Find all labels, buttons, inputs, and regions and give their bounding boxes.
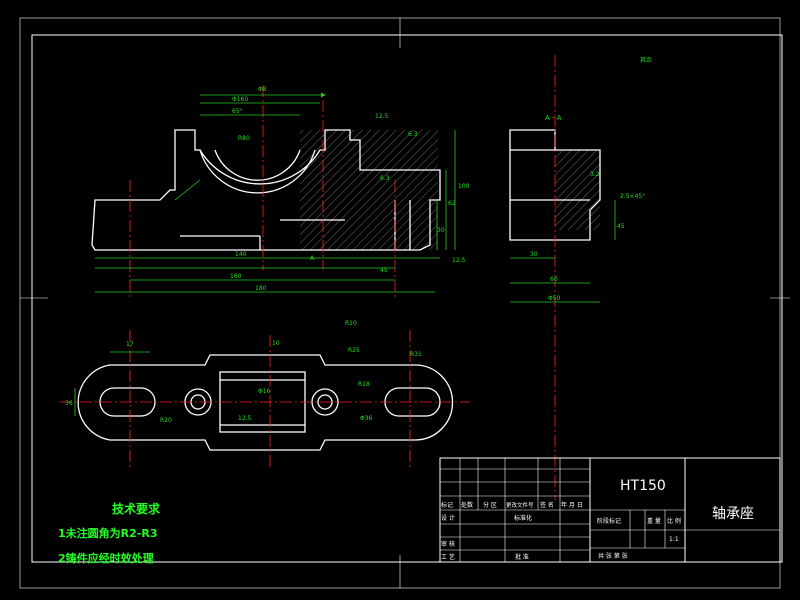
tb-approve: 批 准	[515, 553, 529, 561]
side-view: A - A 3.2 2.5×45° 45 30 60 Φ50 其余	[509, 55, 652, 500]
title-block: HT150 轴承座 标记 处数 分 区 更改文件号 签 名 年 月 日 设 计 …	[439, 457, 781, 563]
tb-hdr-docno: 更改文件号	[506, 501, 534, 509]
tech-title: 技术要求	[112, 501, 161, 516]
dim-r-b: R25	[348, 347, 360, 354]
dim-side-b: 60	[550, 276, 558, 283]
tb-hdr-zone: 分 区	[483, 501, 497, 509]
dim-d-outer: Φ8	[258, 86, 267, 93]
dim-d-bore: Φ160	[232, 96, 248, 103]
dim-width-top: 65°	[232, 108, 243, 115]
tb-material: HT150	[620, 478, 666, 494]
tb-review: 审 核	[441, 540, 455, 548]
dim-side-h: 45	[617, 223, 625, 230]
top-view: 17 36 R20 Φ16 R10 12.5 10 R18 R31 R25 Φ3…	[60, 320, 470, 470]
side-hatch-area	[555, 150, 600, 230]
dim-len-c: 160	[230, 273, 242, 280]
tb-sheet: 共 张 第 张	[598, 552, 628, 560]
dim-radius: R80	[238, 135, 250, 142]
tb-standard: 标准化	[514, 514, 532, 522]
dim-phi-b: Φ36	[360, 415, 373, 422]
dim-r-left: R20	[160, 417, 172, 424]
tb-hdr-date: 年 月 日	[561, 501, 583, 509]
dim-h-left: 36	[65, 400, 73, 407]
front-dimensions: Φ8 Φ160 65° R80 12.5 6.3 6.3 100 62 30 1…	[95, 86, 470, 293]
tb-part-name: 轴承座	[712, 506, 754, 522]
tb-hdr-mark: 标记	[441, 501, 453, 509]
tb-hdr-sign: 签 名	[540, 501, 554, 509]
dim-len-b: 45	[380, 267, 388, 274]
dim-rough2: 6.3	[408, 131, 418, 138]
tb-scale: 1:1	[669, 536, 679, 543]
dim-rough-side: 3.2	[590, 171, 600, 178]
dim-chamfer: 2.5×45°	[620, 193, 645, 200]
dim-len-total: 180	[255, 285, 267, 292]
dim-depth: 10	[272, 340, 280, 347]
section-label: A - A	[545, 114, 562, 122]
dim-r-a: R31	[410, 351, 422, 358]
tech-line-2: 2铸件应经时效处理	[58, 551, 154, 565]
inner-frame	[31, 34, 783, 563]
tb-ratio: 比 例	[667, 517, 681, 525]
dim-rough1: 12.5	[375, 113, 389, 120]
dim-r-mid: R10	[345, 320, 357, 327]
tb-design: 设 计	[441, 514, 455, 522]
dim-height-mid: 30	[437, 227, 445, 234]
tb-weight: 重 量	[647, 517, 661, 525]
dim-rough-top: 12.5	[238, 415, 252, 422]
tech-line-1: 1未注圆角为R2-R3	[58, 526, 157, 540]
dim-d-hole: Φ16	[258, 388, 271, 395]
dim-side-a: 30	[530, 251, 538, 258]
tb-process: 工 艺	[441, 553, 455, 561]
dim-height-total: 100	[458, 183, 470, 190]
roughness-note: 其余	[640, 56, 652, 64]
tech-notes: 技术要求 1未注圆角为R2-R3 2铸件应经时效处理	[58, 501, 161, 565]
section-mark: A	[310, 255, 315, 262]
dim-side-total: Φ50	[548, 295, 561, 302]
dim-r-right: R18	[358, 381, 370, 388]
dim-rough4: 12.5	[452, 257, 466, 264]
front-hatch-area	[300, 130, 438, 250]
dim-w-slot: 17	[126, 341, 134, 348]
front-view	[91, 85, 441, 300]
tb-stage-mark: 阶段标记	[597, 517, 621, 525]
dim-len-a: 140	[235, 251, 247, 258]
dim-height-right: 62	[448, 200, 456, 207]
dim-rough3: 6.3	[380, 175, 390, 182]
tb-hdr-count: 处数	[461, 501, 473, 509]
